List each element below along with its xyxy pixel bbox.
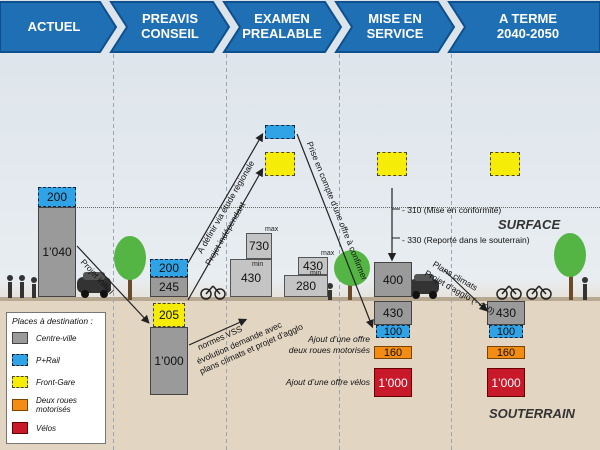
phase-chevron-2 (109, 1, 231, 53)
legend-item: Deux roues motorisés (12, 396, 77, 414)
legend-swatch (12, 354, 28, 366)
divider (339, 54, 340, 450)
examen-box1-max: 730 (246, 233, 272, 259)
annotation-velos: Ajout d’une offre vélos (285, 377, 370, 387)
terme-underground-box: 430 (487, 301, 525, 325)
legend-title: Places à destination : (12, 316, 93, 326)
mise-underground-box: 430 (374, 301, 412, 325)
tree-icon (334, 250, 370, 300)
terme-prail-box: 100 (489, 325, 523, 338)
tree-icon (554, 233, 586, 300)
phase-chevron-5 (447, 1, 600, 53)
underground-label: SOUTERRAIN (489, 406, 575, 421)
legend-label: Vélos (36, 423, 57, 433)
annotation-motos-2: deux roues motorisés (288, 345, 370, 355)
legend-label: P+Rail (36, 355, 60, 365)
examen-box1-min: 430 (230, 259, 272, 297)
bicycle-icon (200, 285, 226, 300)
legend-label: Front-Gare (36, 377, 76, 387)
legend: Places à destination : Centre-ville P+Ra… (6, 312, 106, 444)
car-icon (409, 274, 439, 299)
mise-moto-box: 160 (374, 346, 412, 359)
terme-velos-box: 1’000 (487, 368, 525, 397)
examen-min-label: min (310, 270, 322, 277)
examen-max-label: max (265, 226, 279, 233)
car-icon (77, 272, 111, 298)
legend-item: Front-Gare (12, 374, 75, 390)
terme-moto-box: 160 (487, 346, 525, 359)
legend-label: Centre-ville (36, 333, 77, 343)
actuel-prail-box: 200 (38, 187, 76, 207)
legend-label: Deux roues motorisés (36, 396, 77, 414)
phase-chevron-3 (222, 1, 343, 53)
legend-swatch (12, 399, 28, 411)
divider (113, 54, 114, 450)
legend-swatch (12, 422, 28, 434)
arrow (187, 167, 264, 301)
annotation-motos-1: Ajout d’une offre (308, 334, 370, 344)
annotation-310: - 310 (Mise en conformité) (402, 205, 502, 215)
mise-velos-box: 1’000 (374, 368, 412, 397)
phase-terme: A TERME 2040-2050 (496, 11, 560, 41)
phase-preavis: PREAVIS CONSEIL (141, 11, 199, 41)
arrow (443, 269, 488, 312)
legend-item: Vélos (12, 420, 56, 436)
mise-surface-box: 400 (374, 262, 412, 297)
mise-prail-box: 100 (376, 325, 410, 338)
phase-chevron-1 (0, 1, 118, 53)
reference-line (66, 207, 600, 208)
phase-mise: MISE EN SERVICE (366, 11, 424, 41)
arrow (187, 132, 264, 264)
bicycle-icon (496, 285, 552, 300)
preavis-underground-box: 1’000 (150, 327, 188, 395)
scenery (7, 233, 588, 300)
phase-header (0, 1, 600, 53)
examen-box2-max: 430 (298, 257, 328, 275)
tree-icon (114, 236, 146, 300)
people-icon (327, 277, 588, 300)
people-icon (7, 275, 37, 298)
phase-chevron-4 (334, 1, 456, 53)
preavis-prail-box: 200 (150, 259, 188, 277)
examen-max-label: max (321, 250, 335, 257)
legend-item: P+Rail (12, 352, 60, 368)
phase-actuel: ACTUEL (27, 18, 81, 34)
phase-examen: EXAMEN PREALABLE (242, 11, 322, 41)
divider (226, 54, 227, 450)
surface-label: SURFACE (498, 217, 561, 232)
terme-frontgare-box (490, 152, 520, 176)
examen-prail-box (265, 125, 295, 139)
preavis-centre-box: 245 (150, 277, 188, 297)
ground-line (0, 297, 600, 301)
arrow (188, 318, 248, 346)
legend-swatch (12, 332, 28, 344)
mise-frontgare-box (377, 152, 407, 176)
examen-min-label: min (252, 261, 264, 268)
preavis-frontgare-box: 205 (153, 303, 185, 327)
examen-frontgare-box (265, 152, 295, 176)
arrow (296, 133, 374, 329)
examen-box2-min: 280 (284, 275, 328, 297)
legend-swatch (12, 376, 28, 388)
arrow (76, 245, 150, 324)
divider (451, 54, 452, 450)
legend-item: Centre-ville (12, 330, 76, 346)
actuel-centre-box: 1’040 (38, 207, 76, 297)
annotation-330: - 330 (Reporté dans le souterrain) (402, 235, 530, 245)
